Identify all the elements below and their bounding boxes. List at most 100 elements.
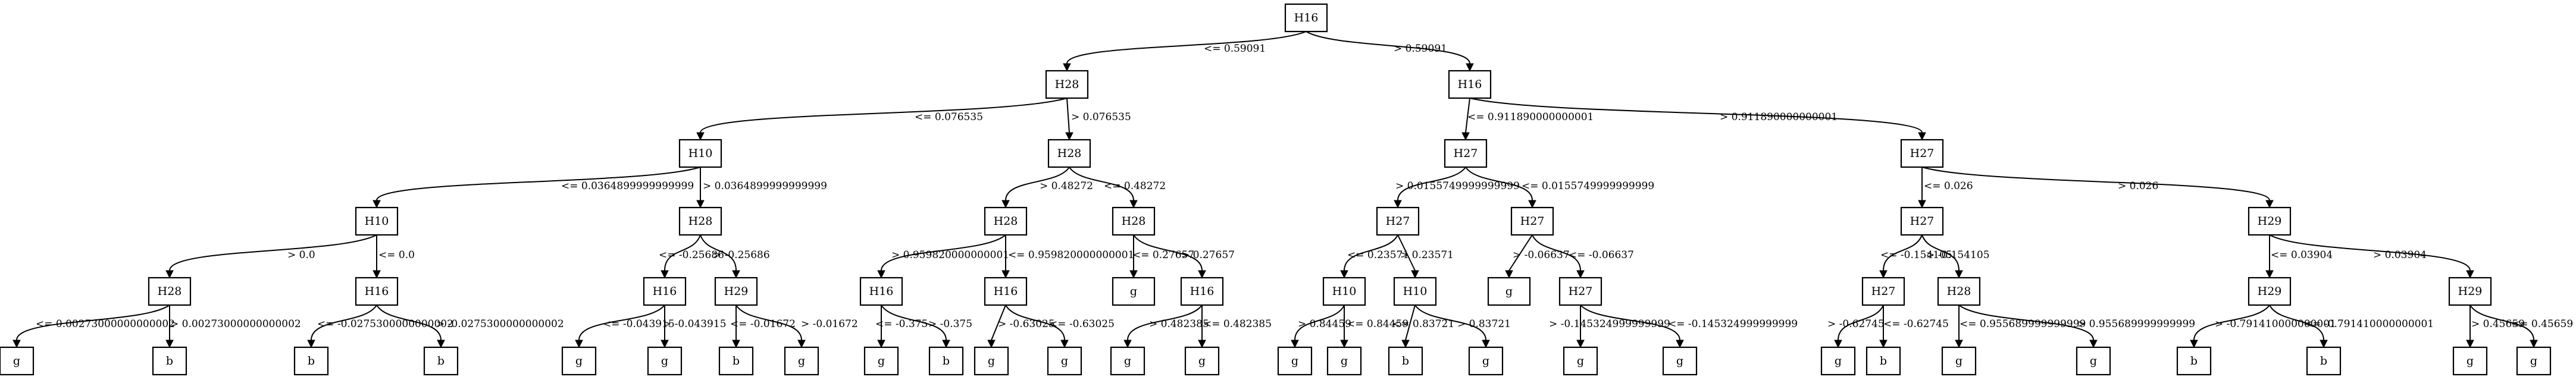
leaf-class-label: b: [166, 354, 173, 368]
leaf-class-label: b: [2190, 354, 2198, 368]
leaf-node: g: [1326, 346, 1362, 376]
leaf-node: g: [1110, 346, 1145, 376]
tree-edge-line: [1405, 304, 1416, 341]
split-feature-label: H16: [869, 285, 894, 298]
leaf-node: g: [2516, 346, 2552, 376]
arrow-head-icon: [696, 200, 705, 209]
split-feature-label: H16: [1458, 78, 1482, 91]
split-node-box: [1861, 277, 1905, 306]
leaf-node: g: [1468, 346, 1504, 376]
edge-condition-label: > 0.00273000000000002: [170, 318, 301, 330]
tree-edge-line: [1306, 31, 1470, 64]
split-node-box: [1937, 277, 1981, 306]
split-node-box: [1510, 206, 1554, 236]
tree-edge-line: [881, 234, 1006, 271]
leaf-class-label: g: [2090, 354, 2097, 368]
split-node-box: [1900, 206, 1944, 236]
split-feature-label: H28: [688, 215, 713, 228]
split-node: H28: [678, 206, 722, 236]
leaf-node: b: [928, 346, 964, 376]
edge-condition-label: <= -0.043915: [603, 318, 675, 330]
tree-edge-line: [991, 304, 1006, 341]
tree-edge-line: [1580, 304, 1680, 341]
edge-condition-label: <= 0.48272: [1104, 180, 1166, 192]
edge-condition-label: > -0.154105: [1926, 249, 1990, 261]
leaf-class-label: g: [2530, 354, 2537, 368]
leaf-node: b: [2176, 346, 2212, 376]
leaf-class-label: g: [575, 354, 583, 368]
tree-edge-line: [1465, 167, 1533, 201]
split-node: H29: [714, 277, 758, 306]
leaf-class-label: g: [1577, 354, 1584, 368]
edge-condition-label: <= -0.375: [875, 318, 928, 330]
edge-condition-label: > 0.27657: [1181, 249, 1235, 261]
leaf-node-box: [2516, 346, 2552, 376]
edge-condition-label: <= 0.84459: [1347, 318, 1408, 330]
tree-edge-line: [1469, 98, 1923, 133]
split-node-box: [643, 277, 687, 306]
split-feature-label: H28: [158, 285, 182, 298]
split-node: H10: [355, 206, 399, 236]
leaf-node: g: [561, 346, 597, 376]
arrow-head-icon: [1291, 340, 1299, 348]
tree-edge-line: [1397, 234, 1416, 271]
leaf-node-box: [1184, 346, 1220, 376]
edge-condition-label: > 0.23571: [1400, 249, 1454, 261]
edge-condition-label: <= 0.0155749999999999: [1522, 180, 1654, 192]
split-feature-label: H28: [1947, 285, 1971, 298]
tree-edge-line: [169, 234, 377, 271]
tree-edge-line: [1127, 304, 1203, 341]
leaf-node-box: [2176, 346, 2212, 376]
split-node-box: [1112, 206, 1156, 236]
leaf-class-label: b: [733, 354, 740, 368]
edge-condition-label: <= -0.791410000000001: [2304, 318, 2434, 330]
split-node: H28: [1047, 139, 1091, 168]
split-feature-label: H10: [365, 215, 389, 228]
split-node: H29: [2248, 206, 2292, 236]
edge-condition-label: <= -0.01672: [730, 318, 796, 330]
arrow-head-icon: [1129, 270, 1138, 279]
leaf-class-label: g: [988, 354, 995, 368]
arrow-head-icon: [2265, 270, 2274, 279]
arrow-head-icon: [2466, 270, 2474, 279]
split-node-box: [1487, 277, 1531, 306]
split-node-box: [678, 206, 722, 236]
arrow-head-icon: [307, 340, 315, 348]
split-node-box: [1284, 3, 1328, 33]
tree-edge-line: [1005, 304, 1065, 341]
edge-condition-label: > -0.375: [928, 318, 972, 330]
leaf-class-label: g: [1124, 354, 1131, 368]
leaf-node-box: [784, 346, 819, 376]
split-node: H28: [1045, 70, 1089, 99]
leaf-node-box: [2306, 346, 2342, 376]
edge-condition-label: > 0.84459: [1298, 318, 1351, 330]
edge-condition-label: > 0.45659: [2471, 318, 2525, 330]
leaf-node-box: [1941, 346, 1977, 376]
arrow-head-icon: [1394, 200, 1402, 209]
leaf-class-label: g: [878, 354, 885, 368]
tree-edge-line: [1883, 234, 1923, 271]
edge-condition-label: > 0.955689999999999: [2077, 318, 2195, 330]
split-feature-label: H29: [2258, 215, 2282, 228]
edge-condition-label: <= -0.0275300000000002: [317, 318, 453, 330]
split-node-box: [1045, 70, 1089, 99]
split-node-box: [2248, 277, 2292, 306]
leaf-node: g: [1662, 346, 1698, 376]
tree-edge-line: [1414, 304, 1486, 341]
arrow-head-icon: [1123, 340, 1132, 348]
leaf-class-label: g: [2467, 354, 2474, 368]
edge-condition-label: > 0.026: [2118, 180, 2158, 192]
leaf-node: g: [0, 346, 35, 376]
leaf-node-box: [152, 346, 187, 376]
split-feature-label: H27: [1520, 215, 1545, 228]
arrow-head-icon: [1060, 340, 1069, 348]
split-node: H10: [1322, 277, 1366, 306]
edge-condition-label: > 0.03904: [2373, 249, 2427, 261]
split-node-box: [859, 277, 903, 306]
edge-condition-label: <= 0.45659: [2511, 318, 2573, 330]
split-node: H29: [2248, 277, 2292, 306]
arrow-head-icon: [165, 270, 174, 279]
edge-condition-label: <= 0.955689999999999: [1960, 318, 2086, 330]
split-node: g: [1487, 277, 1531, 306]
